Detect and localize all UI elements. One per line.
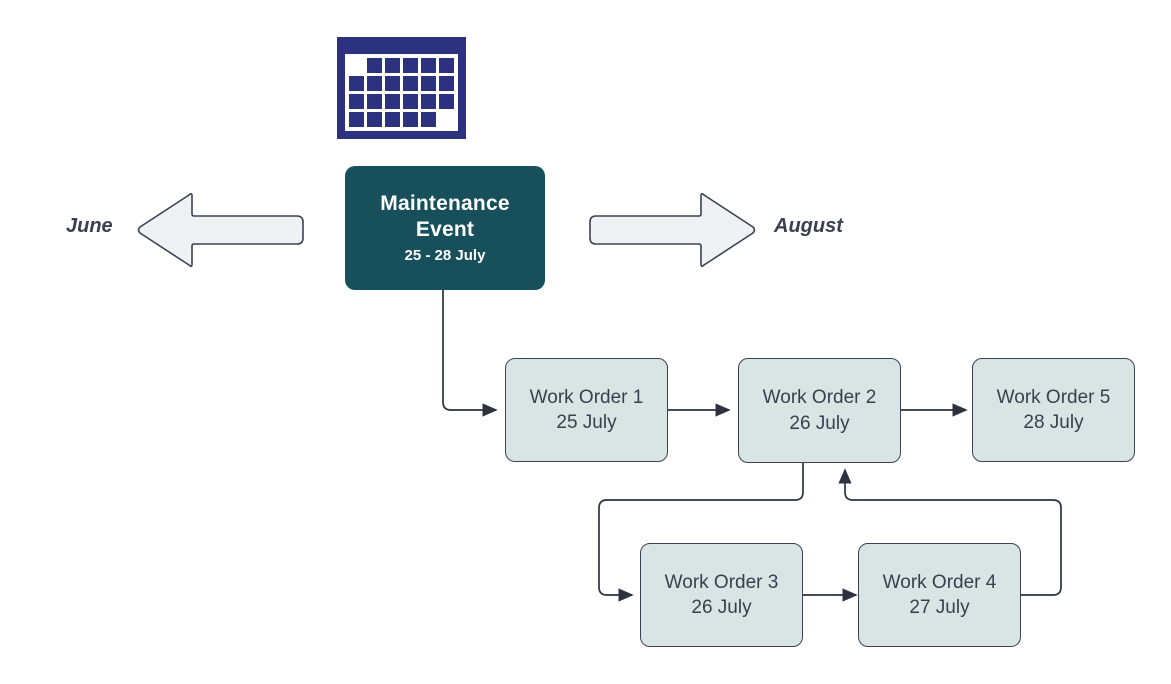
maintenance-event-title-line1: Maintenance <box>380 192 510 216</box>
work-order-name: Work Order 5 <box>996 386 1111 408</box>
work-order-node-3[interactable]: Work Order 3 26 July <box>640 543 803 647</box>
calendar-cell <box>349 58 364 73</box>
maintenance-event-node[interactable]: Maintenance Event 25 - 28 July <box>345 166 545 290</box>
calendar-page <box>345 54 458 131</box>
calendar-cell <box>439 58 454 73</box>
calendar-cell <box>421 112 436 127</box>
work-order-date: 26 July <box>789 412 850 434</box>
work-order-name: Work Order 3 <box>664 571 779 593</box>
maintenance-event-date-range: 25 - 28 July <box>404 246 486 264</box>
calendar-cell <box>403 112 418 127</box>
previous-month-label: June <box>66 215 113 237</box>
calendar-cell <box>439 76 454 91</box>
calendar-cell <box>403 94 418 109</box>
work-order-name: Work Order 1 <box>529 386 644 408</box>
calendar-cell <box>367 76 382 91</box>
calendar-cell <box>439 112 454 127</box>
calendar-cell <box>367 112 382 127</box>
work-order-name: Work Order 2 <box>762 387 877 409</box>
work-order-node-2[interactable]: Work Order 2 26 July <box>738 358 901 463</box>
calendar-cell <box>439 94 454 109</box>
maintenance-event-title-line2: Event <box>415 217 475 241</box>
next-month-label: August <box>774 215 843 237</box>
calendar-cell <box>349 76 364 91</box>
work-order-node-5[interactable]: Work Order 5 28 July <box>972 358 1135 462</box>
work-order-node-4[interactable]: Work Order 4 27 July <box>858 543 1021 647</box>
calendar-grid <box>349 58 454 127</box>
calendar-cell <box>421 76 436 91</box>
calendar-cell <box>385 112 400 127</box>
work-order-date: 25 July <box>556 412 617 433</box>
calendar-cell <box>367 94 382 109</box>
calendar-cell <box>349 94 364 109</box>
calendar-cell <box>403 76 418 91</box>
calendar-cell <box>403 58 418 73</box>
next-month-arrow[interactable] <box>586 192 758 268</box>
calendar-icon <box>337 37 466 139</box>
work-order-date: 27 July <box>909 597 970 618</box>
work-order-node-1[interactable]: Work Order 1 25 July <box>505 358 668 462</box>
calendar-cell <box>367 58 382 73</box>
previous-month-arrow[interactable] <box>135 192 307 268</box>
calendar-cell <box>385 94 400 109</box>
calendar-cell <box>385 76 400 91</box>
work-order-date: 28 July <box>1023 412 1084 433</box>
calendar-cell <box>421 94 436 109</box>
calendar-cell <box>349 112 364 127</box>
work-order-name: Work Order 4 <box>882 571 997 593</box>
edge-event-to-wo1 <box>442 290 498 417</box>
calendar-cell <box>421 58 436 73</box>
calendar-cell <box>385 58 400 73</box>
work-order-date: 26 July <box>691 597 752 618</box>
